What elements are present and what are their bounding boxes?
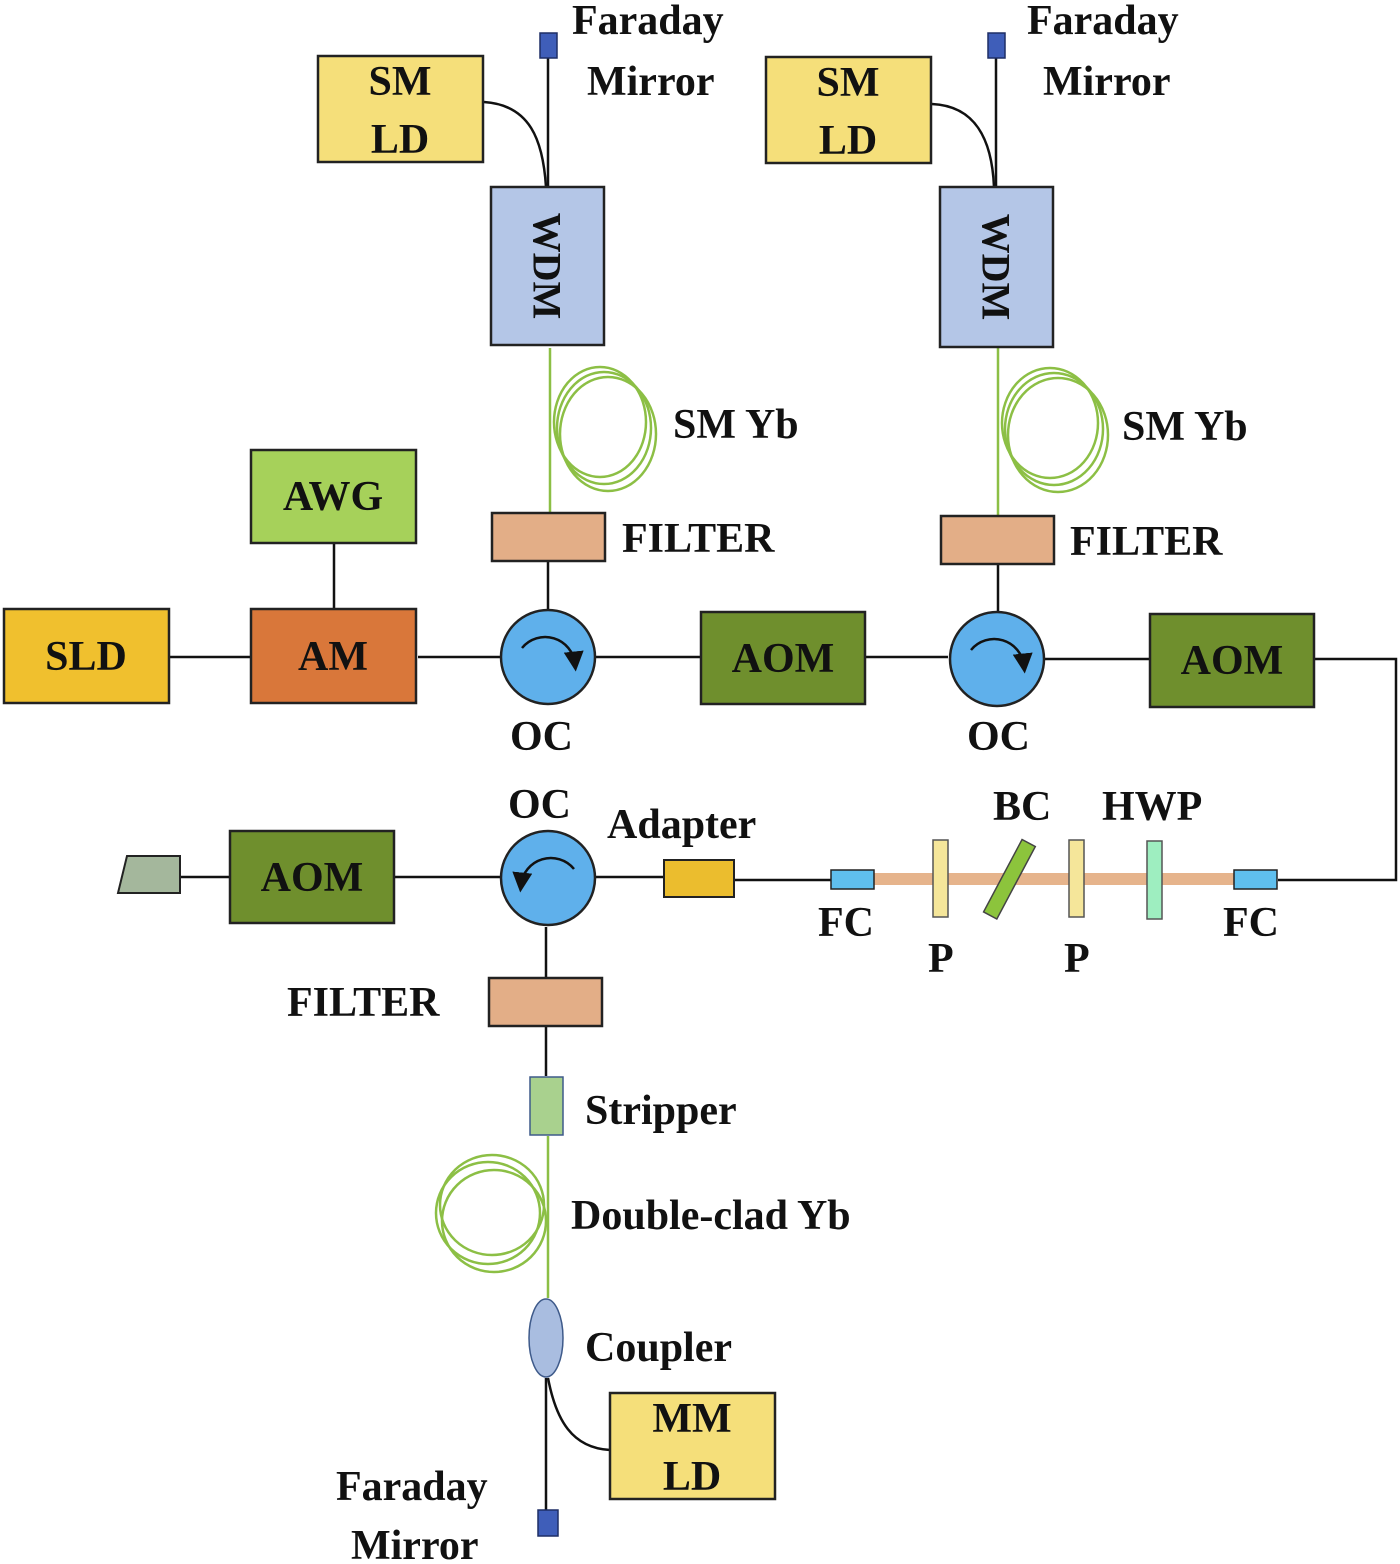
- double-clad-yb-label: Double-clad Yb: [571, 1193, 851, 1239]
- awg: AWG: [249, 448, 418, 545]
- faraday-mirror-1-label-b: Mirror: [587, 59, 714, 105]
- faraday-mirror-2: [987, 32, 1006, 59]
- birefringent-crystal: [982, 838, 1037, 920]
- stripper-label: Stripper: [585, 1088, 737, 1134]
- oc-3: [499, 829, 597, 927]
- aom-3: AOM: [228, 829, 396, 925]
- sld-label: SLD: [45, 634, 127, 680]
- oc-1-arrow-icon: [521, 635, 584, 672]
- polarizer-1-label: P: [928, 936, 954, 982]
- bc-label: BC: [993, 784, 1051, 830]
- connection-wires: [170, 58, 1398, 1510]
- mm-ld: MM LD: [608, 1391, 777, 1501]
- free-space-beam: [874, 873, 1234, 885]
- sm-ld-1: SM LD: [316, 54, 485, 164]
- faraday-mirror-3-label-b: Mirror: [351, 1523, 478, 1564]
- polarizer-2-label: P: [1064, 936, 1090, 982]
- sm-ld-2-label-a: SM: [817, 60, 880, 106]
- filter-3: [487, 976, 604, 1028]
- aom-1-label: AOM: [732, 636, 835, 682]
- polarizer-1: [932, 839, 949, 918]
- faraday-mirror-1: [539, 32, 558, 59]
- pump-coupler: [528, 1298, 564, 1378]
- filter-1: [490, 511, 607, 563]
- wdm-1: WDM: [489, 185, 606, 347]
- awg-label: AWG: [283, 474, 383, 520]
- wdm-2-label: WDM: [974, 214, 1019, 321]
- oc-1-label: OC: [510, 714, 573, 760]
- oc-3-label: OC: [508, 782, 571, 828]
- sm-ld-1-label-a: SM: [369, 59, 432, 105]
- cladding-stripper: [529, 1076, 564, 1136]
- oc-3-arrow-icon: [512, 856, 575, 893]
- oc-2-arrow-icon: [970, 637, 1033, 674]
- hwp-label: HWP: [1102, 784, 1202, 830]
- polarizer-2: [1068, 839, 1085, 918]
- filter-3-label: FILTER: [287, 980, 440, 1026]
- faraday-mirror-3: [537, 1509, 559, 1537]
- am-label: AM: [298, 634, 368, 680]
- aom-3-label: AOM: [261, 855, 364, 901]
- faraday-mirror-1-label: Faraday: [572, 0, 724, 44]
- mm-ld-label-b: LD: [663, 1454, 721, 1500]
- wdm-1-label: WDM: [525, 213, 570, 320]
- fiber-coils: [434, 348, 1110, 1298]
- adapter: [663, 859, 735, 898]
- fc-right-label: FC: [1223, 900, 1279, 946]
- am: AM: [249, 607, 418, 705]
- oc-1: [499, 608, 597, 706]
- faraday-mirror-3-label: Faraday: [336, 1464, 488, 1510]
- sm-ld-1-label-b: LD: [371, 117, 429, 163]
- filter-1-label: FILTER: [622, 516, 775, 562]
- faraday-mirror-2-label-b: Mirror: [1043, 59, 1170, 105]
- filter-2-label: FILTER: [1070, 519, 1223, 565]
- beam-terminator: [116, 855, 181, 894]
- wdm-2: WDM: [938, 185, 1055, 349]
- sld: SLD: [2, 607, 171, 705]
- oc-2: [948, 610, 1046, 708]
- fiber-collimator-left: [830, 869, 875, 890]
- aom-2: AOM: [1148, 612, 1316, 709]
- mm-ld-label-a: MM: [652, 1396, 731, 1442]
- faraday-mirror-2-label: Faraday: [1027, 0, 1179, 44]
- sm-yb-1-label: SM Yb: [673, 402, 799, 448]
- sm-ld-2: SM LD: [764, 55, 933, 165]
- sm-ld-2-label-b: LD: [819, 118, 877, 164]
- adapter-label: Adapter: [607, 802, 756, 848]
- aom-2-label: AOM: [1181, 638, 1284, 684]
- coupler-label: Coupler: [585, 1325, 732, 1371]
- aom-1: AOM: [699, 610, 867, 706]
- fc-left-label: FC: [818, 900, 874, 946]
- fiber-collimator-right: [1233, 869, 1278, 890]
- filter-2: [939, 514, 1056, 566]
- half-wave-plate: [1146, 840, 1163, 920]
- sm-yb-2-label: SM Yb: [1122, 404, 1248, 450]
- oc-2-label: OC: [967, 714, 1030, 760]
